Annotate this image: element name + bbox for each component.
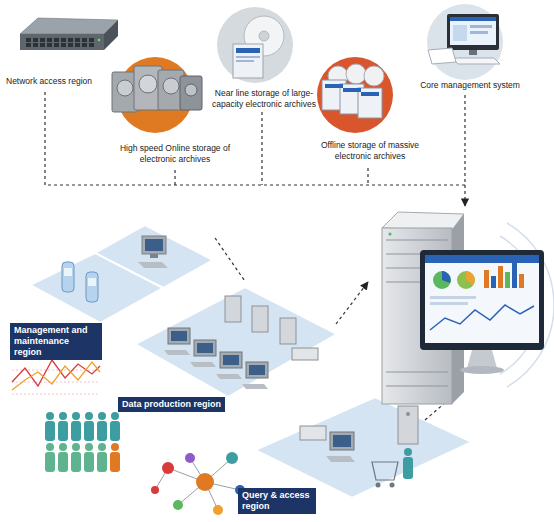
region-platform: Query & access region — [250, 392, 475, 500]
platform-tile — [135, 287, 337, 397]
component-label: High speed Online storage of electronic … — [119, 143, 231, 165]
dashed-leader-line — [45, 92, 465, 420]
platform-tile — [30, 253, 163, 323]
network-switch — [20, 18, 118, 50]
dashboard-monitor — [420, 250, 544, 374]
hard-drive-icon — [112, 57, 202, 133]
people-icons — [45, 412, 120, 472]
dashed-connector — [215, 238, 246, 282]
line-chart-icon — [12, 358, 100, 394]
component-label-box: High speed Online storage of electronic … — [119, 143, 231, 165]
region-platform: Management and maintenance region — [25, 215, 215, 330]
disc-icon — [217, 7, 293, 83]
region-label: Data production region — [118, 397, 225, 412]
component-label: Near line storage of large-capacity elec… — [204, 88, 324, 110]
network-cluster — [151, 452, 245, 515]
component-label: Offline storage of massive electronic ar… — [314, 140, 426, 162]
component-label-box: Near line storage of large-capacity elec… — [204, 88, 324, 110]
component-label: Core management system — [415, 80, 525, 91]
platform-tile — [255, 397, 472, 498]
disc-case-icon — [317, 57, 393, 133]
component-label-box: Core management system — [415, 80, 525, 91]
platform-tile — [25, 215, 215, 330]
component-label-box: Network access region — [6, 76, 118, 87]
region-label: Query & access region — [238, 488, 316, 514]
component-label: Network access region — [6, 76, 118, 87]
component-label-box: Offline storage of massive electronic ar… — [314, 140, 426, 162]
workstation-icon — [427, 4, 503, 80]
platform-tile — [250, 392, 475, 500]
region-label: Management and maintenance region — [10, 323, 102, 360]
